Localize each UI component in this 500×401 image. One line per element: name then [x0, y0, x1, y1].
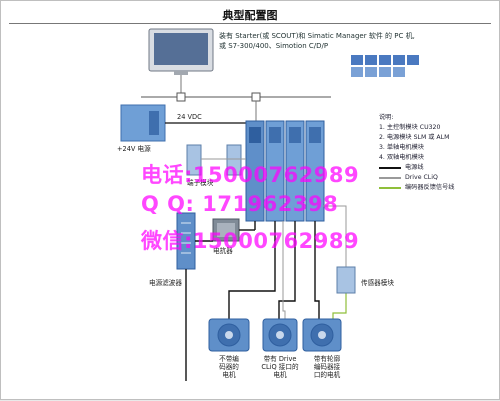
- sensor-module-label: 传感器模块: [361, 279, 394, 287]
- motor2-label: 带有 Drive CLiQ 接口的 电机: [261, 355, 299, 379]
- diagram-title: 典型配置图: [222, 9, 278, 22]
- watermark-qq: Q Q: 171962398: [141, 192, 339, 216]
- terminal-module-label: 端子模块: [187, 179, 214, 187]
- motor3-label: 带有轮廓 编码器接 口的电机: [313, 355, 341, 379]
- pc-caption: 装有 Starter(或 SCOUT)和 Simatic Manager 软件 …: [219, 31, 459, 51]
- legend-line-power: 电源线: [379, 163, 497, 173]
- mains-cables: [185, 221, 256, 381]
- motor-no-encoder-icon: [208, 318, 250, 352]
- reactor-label: 电抗器: [213, 247, 233, 255]
- legend-item: 2. 电源模块 SLM 或 ALM: [379, 134, 450, 141]
- filter-label: 电源滤波器: [149, 279, 182, 287]
- motor-cables: [228, 205, 347, 323]
- watermark-phone: 电话:15000762989: [141, 163, 360, 187]
- motor-encoder-icon: [302, 318, 342, 352]
- terminal-module: [186, 144, 242, 176]
- legend-heading: 说明:: [379, 114, 394, 121]
- watermark-wechat: 微信:15000762989: [141, 229, 360, 253]
- simatic-logo: [351, 55, 419, 77]
- drive-lineup: [245, 120, 325, 222]
- legend-item: 1. 主控制模块 CU320: [379, 124, 441, 131]
- reactor: [212, 218, 240, 242]
- pc-caption-line: 装有 Starter(或 SCOUT)和 Simatic Manager 软件 …: [219, 32, 415, 40]
- legend: 说明: 1. 主控制模块 CU320 2. 电源模块 SLM 或 ALM 3. …: [379, 113, 497, 193]
- legend-line-drivecliq: Drive CLiQ: [379, 173, 497, 183]
- sensor-module: [336, 266, 356, 294]
- legend-line-encoder: 编码器反馈信号线: [379, 183, 497, 193]
- title-divider: [9, 23, 491, 24]
- legend-item: 4. 双轴电机模块: [379, 154, 424, 161]
- motor-drive-cliq-icon: [262, 318, 298, 352]
- profibus-network: [141, 75, 331, 127]
- power-supply-24v: [120, 104, 166, 142]
- psu-label: +24V 电源: [117, 145, 151, 153]
- pc-monitor-icon: [148, 28, 214, 75]
- pc-caption-line: 或 S7-300/400、Simotion C/D/P: [219, 42, 329, 50]
- motor1-label: 不带编 码器的 电机: [219, 355, 239, 379]
- legend-item: 3. 单轴电机模块: [379, 144, 424, 151]
- vdc-label: 24 VDC: [177, 113, 202, 121]
